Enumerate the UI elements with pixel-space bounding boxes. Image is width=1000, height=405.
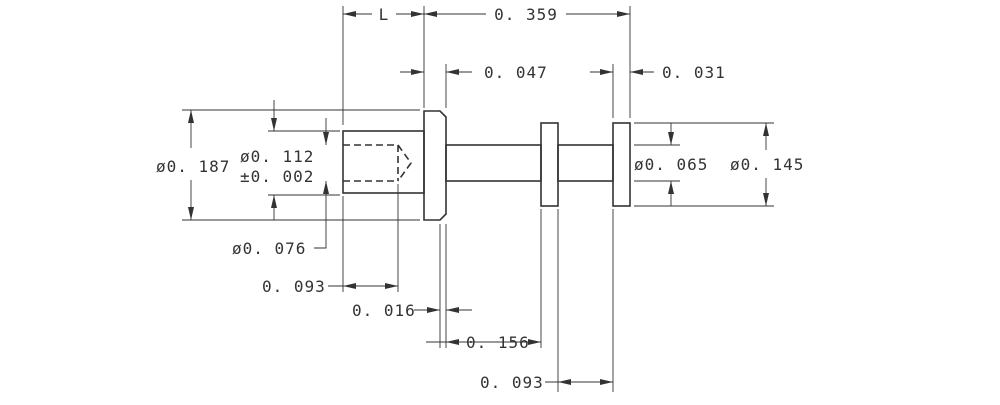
dimension-labels: L 0. 359 0. 047 0. 031 ø0. 187 ø0. 112 ±… <box>156 5 804 392</box>
label-length: L <box>379 5 390 24</box>
collar-end <box>612 122 631 207</box>
extension-lines <box>182 6 774 392</box>
label-flange-thickness: 0. 047 <box>484 63 548 82</box>
part-outline <box>342 110 631 221</box>
label-shaft-to-collar: 0. 156 <box>466 333 530 352</box>
label-end-collar-thickness: 0. 031 <box>662 63 726 82</box>
label-collar-spacing: 0. 093 <box>480 373 544 392</box>
label-chamfer: 0. 016 <box>352 301 416 320</box>
label-shaft-diameter: ø0. 065 <box>634 155 708 174</box>
label-collar-diameter: ø0. 145 <box>730 155 804 174</box>
label-bore-depth: 0. 093 <box>262 277 326 296</box>
head-flange <box>423 110 447 221</box>
label-bore-diameter: ø0. 112 <box>240 147 314 166</box>
label-head-diameter: ø0. 187 <box>156 157 230 176</box>
collar-middle <box>540 122 559 207</box>
hidden-bore <box>343 144 412 182</box>
shaft-front <box>445 144 542 182</box>
label-overall-length: 0. 359 <box>494 5 558 24</box>
label-tip-diameter: ø0. 076 <box>232 239 306 258</box>
label-bore-tolerance: ±0. 002 <box>240 167 314 186</box>
shaft-rear <box>557 144 614 182</box>
socket-body <box>342 130 425 194</box>
dimension-lines <box>188 11 769 385</box>
